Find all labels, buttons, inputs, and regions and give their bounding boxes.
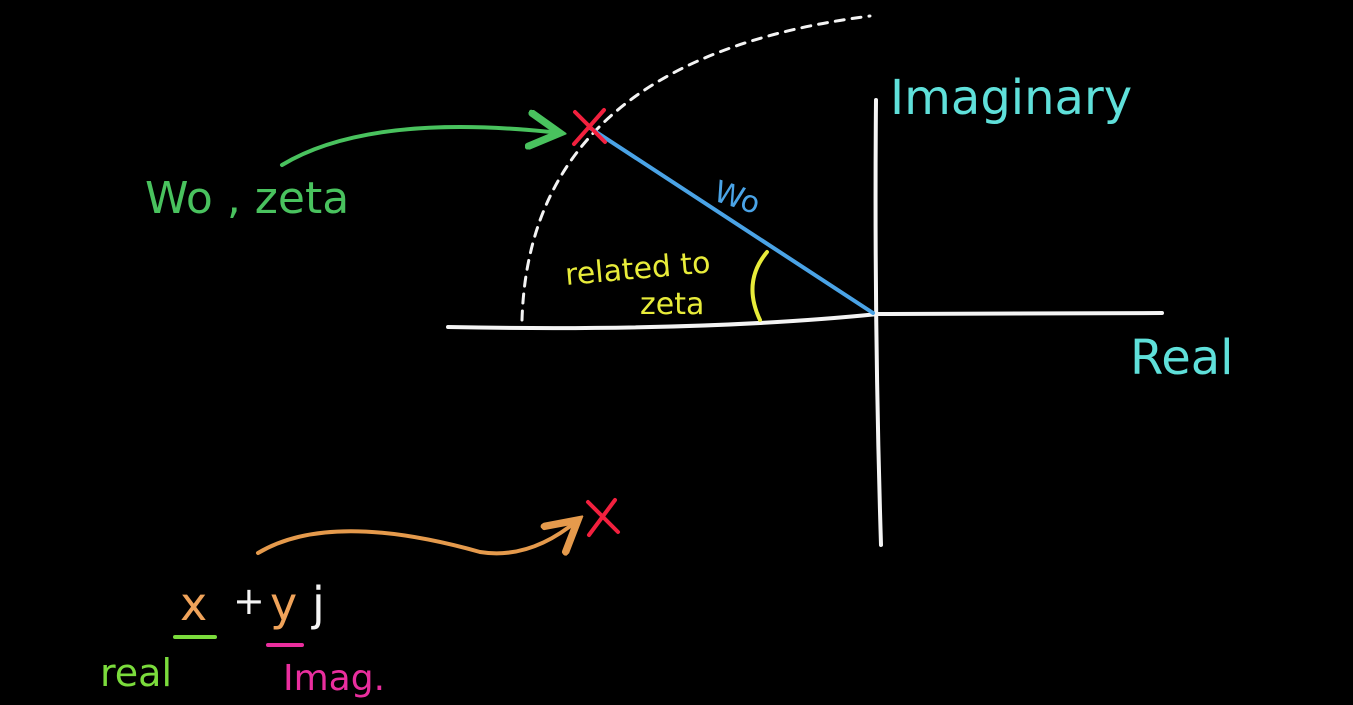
angle-note-line1: related to [564, 245, 712, 293]
wo-vector-label: Wo [710, 174, 765, 222]
complex-real-part: x [180, 577, 207, 631]
angle-note-line2: zeta [640, 287, 704, 322]
curved-arrow-icon [256, 520, 578, 553]
wo-vector-line [588, 126, 875, 315]
zeta-angle-arc [750, 250, 769, 322]
real-axis [446, 311, 1164, 331]
imag-word-label: Imag. [283, 658, 385, 699]
complex-imag-part: y [270, 577, 297, 631]
curved-arrow-icon [280, 127, 560, 167]
wo-radius-arc [520, 14, 872, 322]
real-axis-label: Real [1130, 330, 1233, 386]
complex-plus-sign: + [233, 579, 265, 623]
imaginary-axis-label: Imaginary [890, 70, 1132, 126]
wo-zeta-label: Wo , zeta [145, 173, 349, 224]
imaginary-axis [873, 98, 883, 547]
x-mark-icon [572, 108, 607, 146]
complex-j-unit: j [311, 577, 325, 631]
x-mark-icon [586, 498, 620, 537]
real-word-label: real [100, 651, 172, 695]
